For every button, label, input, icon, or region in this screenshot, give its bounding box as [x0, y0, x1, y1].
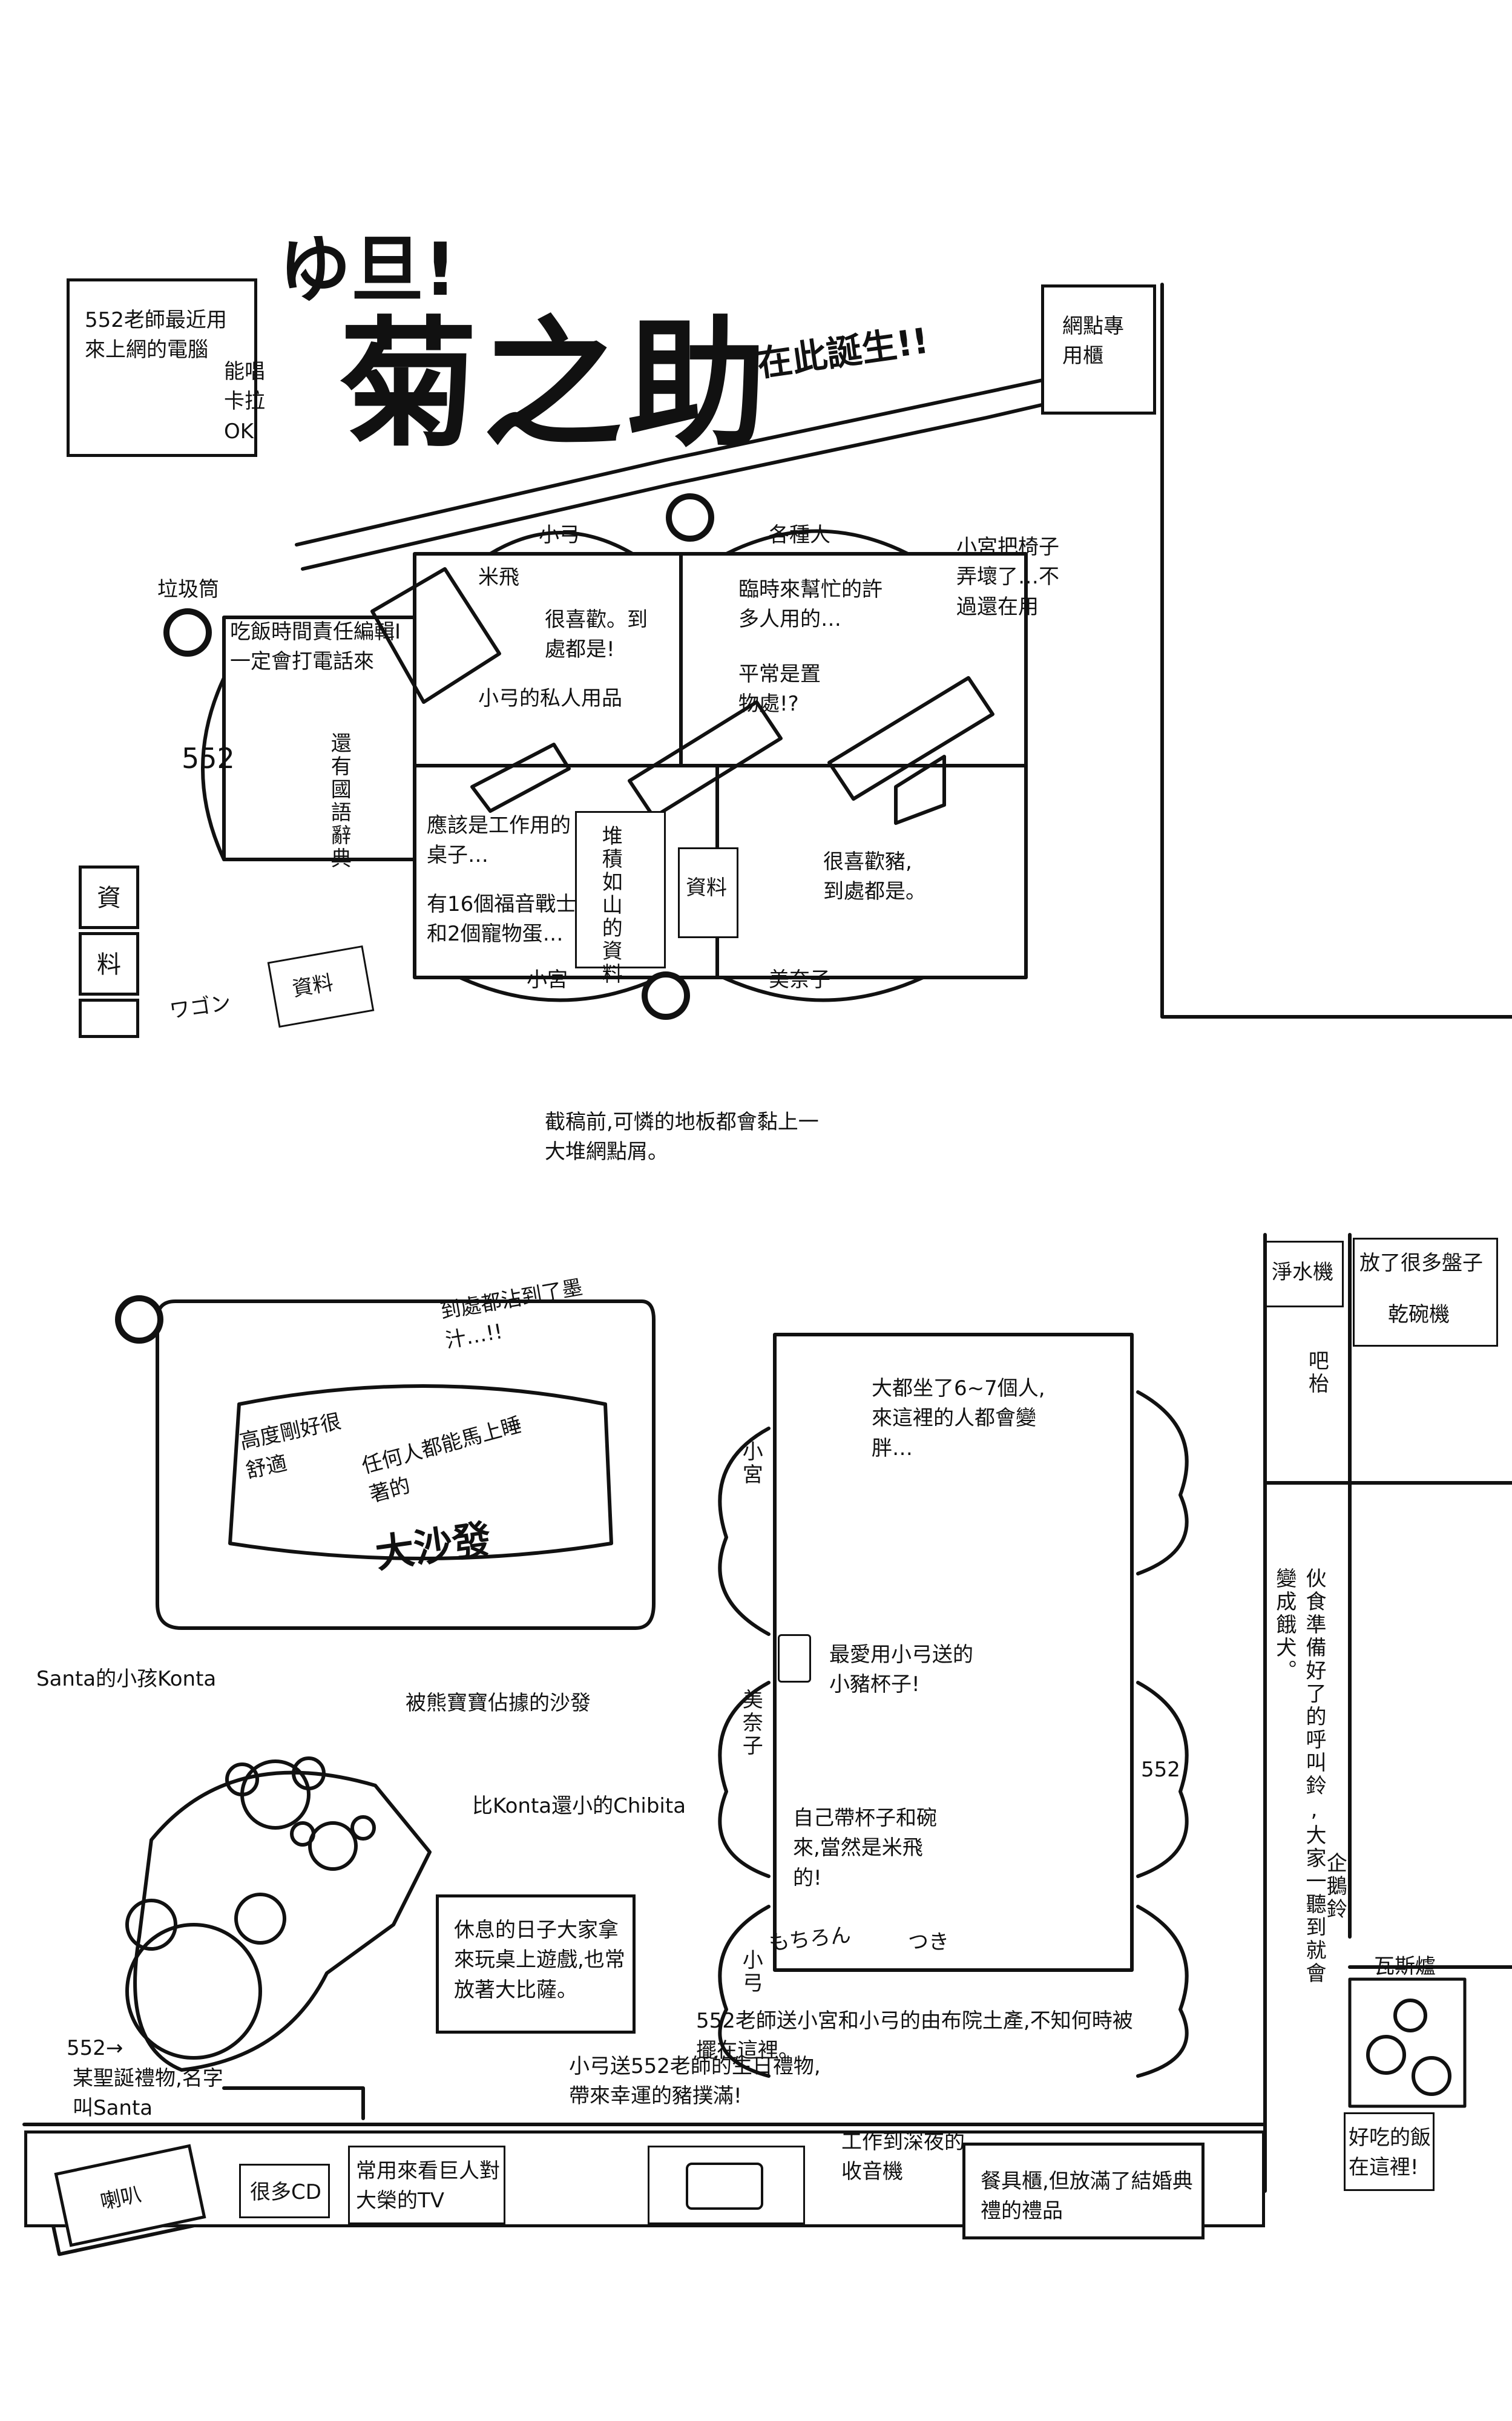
cd-label: 很多CD	[250, 2180, 321, 2204]
trash-label: 垃圾筒	[157, 577, 219, 602]
pig-cup	[778, 1634, 811, 1683]
figures-note: 有16個福音戰士和2個寵物蛋…	[427, 892, 577, 947]
pile-note: 堆積如山的資料	[598, 825, 623, 986]
net-cabinet: 網點專用櫃	[1041, 284, 1156, 415]
birthday-note: 小弓送552老師的生日禮物,帶來幸運的豬撲滿!	[569, 2054, 821, 2109]
bear-occupied-label: 被熊寶寶佔據的沙發	[406, 1691, 591, 1715]
radio-box	[648, 2146, 805, 2224]
dictionary-note: 還有國語辭典	[327, 732, 352, 870]
cupboard-label: 餐具櫃,但放滿了結婚典禮的禮品	[981, 2169, 1193, 2224]
data-shelf-2-label: 料	[97, 951, 121, 979]
data-shelf-2: 料	[79, 932, 139, 996]
plates-label: 放了很多盤子	[1359, 1251, 1483, 1275]
table-note: 大都坐了6~7個人,來這裡的人都會變胖…	[872, 1376, 1045, 1460]
santa-gift: 某聖誕禮物,名字叫Santa	[73, 2066, 223, 2121]
mifei-note: 很喜歡。到處都是!	[545, 608, 648, 662]
temp-help-note: 臨時來幫忙的許多人用的…	[738, 577, 883, 632]
chair-label-552: 552	[1141, 1758, 1180, 1782]
stool-bottom	[642, 971, 690, 1020]
water-label: 淨水機	[1272, 1260, 1333, 1284]
data-book-label: 資料	[686, 876, 727, 900]
pig-note: 很喜歡豬,到處都是。	[823, 850, 926, 904]
work-desk-note: 應該是工作用的桌子…	[427, 813, 571, 868]
own-cup-note: 自己帶杯子和碗來,當然是米飛的!	[793, 1806, 937, 1890]
speaker-label: 喇叭	[98, 2182, 144, 2215]
title-small: ゆ旦!	[278, 228, 457, 312]
data-shelf-1-label: 資	[97, 884, 121, 912]
rest-note: 休息的日子大家拿來玩桌上遊戲,也常放著大比薩。	[454, 1918, 625, 2002]
pc-box: 552老師最近用來上網的電腦	[67, 278, 257, 457]
bar-label: 吧枱	[1304, 1350, 1329, 1396]
cupboard-box: 餐具櫃,但放滿了結婚典禮的禮品	[962, 2143, 1205, 2239]
data-shelf-3	[79, 999, 139, 1038]
cd-box: 很多CD	[239, 2164, 330, 2218]
rice-label: 好吃的飯在這裡!	[1349, 2126, 1431, 2180]
penguin-bell: 企鵝鈴	[1323, 1852, 1347, 1921]
pile-box: 堆積如山的資料	[575, 811, 666, 986]
net-cabinet-label: 網點專用櫃	[1062, 314, 1124, 369]
editor-note: 吃飯時間責任編輯I一定會打電話來	[230, 620, 401, 674]
data-shelf-1: 資	[79, 866, 139, 929]
usually-note: 平常是置物處!?	[738, 662, 821, 717]
chibita-label: 比Konta還小的Chibita	[472, 1794, 686, 1818]
data-book: 資料	[678, 847, 738, 938]
label-xiaogong-bottom: 小宮	[527, 968, 568, 992]
konta-label: Santa的小孩Konta	[36, 1667, 217, 1691]
dryer-label: 乾碗機	[1388, 1302, 1450, 1327]
tsuki-label: つき	[908, 1930, 949, 1954]
tv-box: 常用來看巨人對大榮的TV	[348, 2146, 505, 2224]
chair-label-minako: 美奈子	[738, 1689, 763, 1758]
rice-box: 好吃的飯在這裡!	[1344, 2112, 1435, 2191]
radio-note: 工作到深夜的收音機	[841, 2130, 965, 2184]
bell-note: 伙食準備好了的呼叫鈴,大家一聽到就會變成餓犬。	[1272, 1568, 1326, 1985]
pc-note: 552老師最近用來上網的電腦	[85, 308, 227, 363]
tv-label: 常用來看巨人對大榮的TV	[356, 2159, 500, 2213]
seat-552: 552	[182, 742, 235, 775]
mifei-label: 米飛	[478, 565, 519, 590]
chair-label-xiaogong: 小宮	[738, 1440, 763, 1486]
trash-can	[163, 608, 212, 657]
stove-label: 瓦斯爐	[1374, 1954, 1436, 1979]
dish-box: 放了很多盤子 乾碗機	[1353, 1238, 1498, 1347]
label-various: 各種人	[769, 523, 830, 547]
yufuin-note: 552老師送小宮和小弓的由布院土產,不知何時被擺在這裡。	[696, 2009, 1133, 2063]
label-xiaogong-top: 小弓	[539, 523, 580, 547]
label-minako: 美奈子	[769, 968, 830, 992]
chair-label-xiaogong2: 小弓	[738, 1949, 763, 1995]
stool-sofa	[115, 1295, 163, 1344]
water-box: 淨水機	[1265, 1241, 1344, 1307]
floor-note: 截稿前,可憐的地板都會黏上一大堆網點屑。	[545, 1110, 819, 1165]
wagon-cart-label: 資料	[290, 970, 335, 1002]
arrow-552: 552→	[67, 2036, 123, 2060]
karaoke-label: 能唱卡拉OK	[224, 360, 265, 444]
radio-icon	[686, 2163, 763, 2210]
stool-top	[666, 493, 714, 542]
rest-box: 休息的日子大家拿來玩桌上遊戲,也常放著大比薩。	[436, 1894, 636, 2034]
chair-note: 小宮把椅子弄壞了…不過還在用	[956, 535, 1059, 619]
personal-items: 小弓的私人用品	[478, 686, 622, 711]
title-main: 菊之助	[339, 304, 772, 466]
cup-note: 最愛用小弓送的小豬杯子!	[829, 1643, 973, 1697]
